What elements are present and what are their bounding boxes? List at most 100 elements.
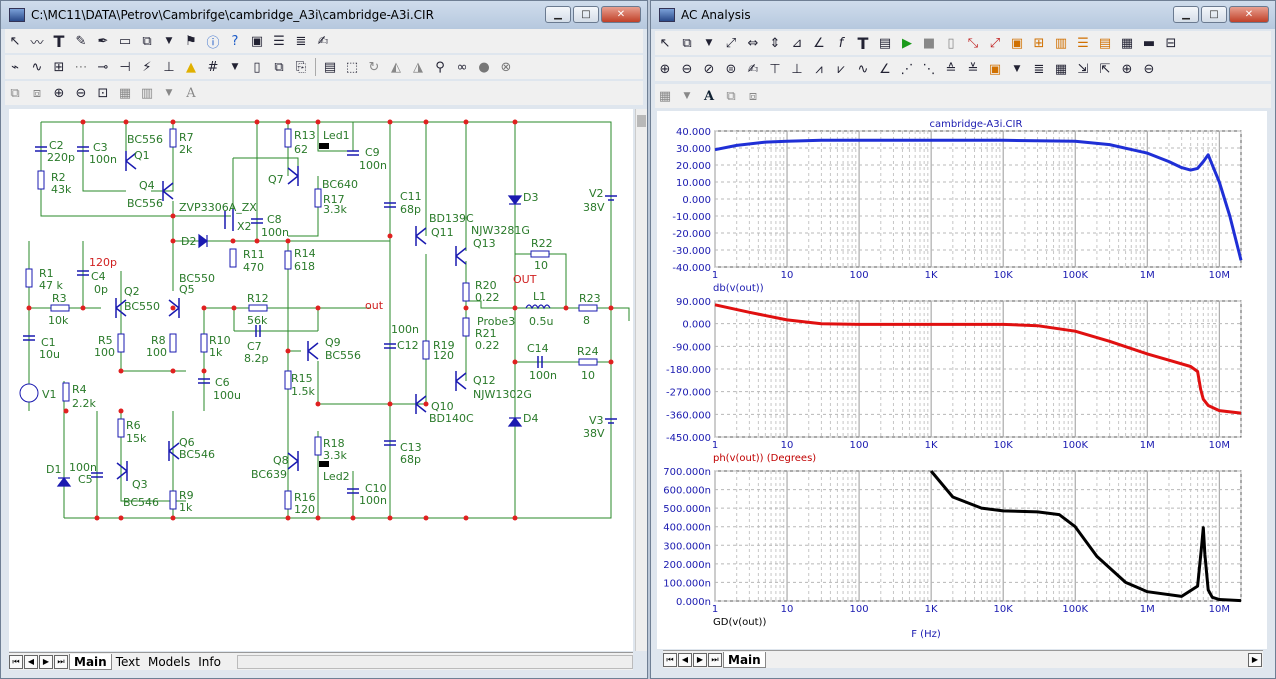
text-tool-icon[interactable]: T (53, 31, 65, 51)
layout-4-icon[interactable]: ▦ (1120, 35, 1134, 51)
dropdown-arrow-icon[interactable]: ▼ (165, 88, 173, 98)
close-button[interactable]: ✕ (601, 6, 641, 23)
properties-icon[interactable]: ▤ (323, 59, 337, 75)
function-icon[interactable]: f (838, 35, 844, 51)
group-icon[interactable]: ⧉ (10, 85, 20, 101)
close-button[interactable]: ✕ (1229, 6, 1269, 23)
zoom-fit-icon[interactable]: ⊡ (97, 85, 109, 101)
ungroup-icon[interactable]: ⧈ (748, 88, 758, 104)
font-icon[interactable]: A (703, 88, 715, 104)
select-mode-icon[interactable]: ↖ (659, 35, 671, 51)
layout-3-icon[interactable]: ▤ (1098, 35, 1112, 51)
wire-icon[interactable]: 〰 (30, 35, 44, 51)
zoom-in-icon[interactable]: ⊕ (659, 61, 671, 77)
fit-icon[interactable]: ⇲ (1077, 61, 1089, 77)
rotate-icon[interactable]: ↻ (368, 59, 380, 75)
zoom-region-icon[interactable]: ⊘ (703, 61, 715, 77)
edit-icon[interactable]: ✍ (747, 61, 759, 77)
peak-icon[interactable]: ▣ (1010, 35, 1024, 51)
current-icon[interactable]: ⊸ (97, 59, 109, 75)
last-page-icon[interactable]: ⏭ (708, 652, 722, 667)
power-icon[interactable]: ⊣ (119, 59, 131, 75)
slope-marker-icon[interactable]: ∠ (879, 61, 891, 77)
valley-marker-icon[interactable]: ⊥ (791, 61, 803, 77)
box-select-icon[interactable]: ⬚ (345, 59, 359, 75)
component-icon[interactable]: ⧉ (142, 33, 152, 49)
scale-icon[interactable]: ⤢ (725, 35, 737, 51)
pause-icon[interactable]: ▯ (947, 35, 955, 51)
run-icon[interactable]: ▶ (902, 35, 912, 51)
minimize-button[interactable]: ▁ (1173, 6, 1199, 23)
conditions-icon[interactable]: ⚡ (142, 59, 152, 75)
cancel-icon[interactable]: ⊗ (500, 59, 512, 75)
pencil-icon[interactable]: ✎ (75, 33, 87, 49)
peak-marker-icon[interactable]: ⊤ (769, 61, 781, 77)
high-icon[interactable]: ⩘ (815, 61, 823, 77)
schematic-hscrollbar[interactable] (236, 654, 633, 669)
scroll-right-icon[interactable]: ▶ (1248, 652, 1262, 667)
global-high-icon[interactable]: ⋰ (900, 61, 914, 77)
dropdown-arrow-icon[interactable]: ▼ (683, 91, 691, 101)
pan-icon[interactable]: ⊜ (725, 61, 737, 77)
list-icon[interactable]: ≣ (295, 33, 307, 49)
zoom-out-2-icon[interactable]: ⊖ (1143, 61, 1155, 77)
bottom-icon[interactable]: ≚ (967, 61, 979, 77)
first-page-icon[interactable]: ⏮ (9, 654, 23, 669)
ungroup-icon[interactable]: ⧈ (32, 85, 42, 101)
waveform-icon[interactable]: ∿ (31, 59, 43, 75)
table-icon[interactable]: ▦ (1054, 61, 1068, 77)
cursor-left-icon[interactable]: ⤡ (967, 35, 979, 51)
bus-icon[interactable]: ▭ (118, 33, 132, 49)
dropdown-arrow-icon[interactable]: ▼ (231, 62, 239, 72)
scale-y-icon[interactable]: ⇕ (769, 35, 781, 51)
info-icon[interactable]: ⓘ (206, 35, 220, 51)
list-icon[interactable]: ≣ (1033, 61, 1045, 77)
edit-icon[interactable]: ✍ (317, 33, 329, 49)
schematic-titlebar[interactable]: C:\MC11\DATA\Petrov\Cambrifge\cambridge_… (1, 1, 647, 29)
stop-icon[interactable]: ■ (922, 35, 936, 51)
align-icon[interactable]: ▥ (140, 85, 154, 101)
component-icon[interactable]: ⧉ (682, 35, 692, 51)
layout-6-icon[interactable]: ⊟ (1165, 35, 1177, 51)
layers-icon[interactable]: ▦ (118, 85, 132, 101)
layers-icon[interactable]: ▦ (658, 88, 672, 104)
valley-icon[interactable]: ⊞ (1033, 35, 1045, 51)
pin-icon[interactable]: ⊥ (163, 59, 175, 75)
copy-icon[interactable]: ⧉ (274, 59, 284, 75)
dropdown-arrow-icon[interactable]: ▼ (705, 38, 713, 48)
slope-icon[interactable]: ∠ (813, 35, 825, 51)
tab-main[interactable]: Main (723, 651, 766, 668)
fit-all-icon[interactable]: ⇱ (1099, 61, 1111, 77)
dropdown-arrow-icon[interactable]: ▼ (1013, 64, 1021, 74)
maximize-button[interactable]: □ (1201, 6, 1227, 23)
page-icon[interactable]: ▯ (253, 59, 261, 75)
paste-icon[interactable]: ⎘ (295, 59, 307, 75)
text-tool-icon[interactable]: T (857, 33, 869, 53)
grid-icon[interactable]: # (207, 59, 219, 75)
layout-2-icon[interactable]: ☰ (1077, 35, 1089, 51)
select-mode-icon[interactable]: ↖ (9, 33, 21, 49)
group-icon[interactable]: ⧉ (726, 88, 736, 104)
tab-models[interactable]: Models (147, 654, 191, 669)
tab-info[interactable]: Info (198, 654, 221, 669)
node-numbers-icon[interactable]: ⌁ (11, 59, 19, 75)
prev-page-icon[interactable]: ◀ (24, 654, 38, 669)
minimize-button[interactable]: ▁ (545, 6, 571, 23)
prev-page-icon[interactable]: ◀ (678, 652, 692, 667)
layout-5-icon[interactable]: ▬ (1142, 35, 1156, 51)
animate-icon[interactable]: ▣ (988, 61, 1002, 77)
last-page-icon[interactable]: ⏭ (54, 654, 68, 669)
find-icon[interactable]: ⚲ (435, 59, 445, 75)
next-page-icon[interactable]: ▶ (693, 652, 707, 667)
layout-1-icon[interactable]: ▥ (1054, 35, 1068, 51)
help-icon[interactable]: ? (231, 33, 239, 49)
low-icon[interactable]: ⩗ (837, 61, 845, 77)
analysis-titlebar[interactable]: AC Analysis ▁ □ ✕ (651, 1, 1275, 29)
warning-icon[interactable]: ▲ (186, 59, 196, 75)
zoom-out-icon[interactable]: ⊖ (75, 85, 87, 101)
top-icon[interactable]: ≙ (945, 61, 957, 77)
probe-icon[interactable]: ✒ (97, 33, 109, 49)
first-page-icon[interactable]: ⏮ (663, 652, 677, 667)
schematic-canvas[interactable]: C2 220p C3 100n R2 43k BC556 Q1 R7 2k Q4… (9, 109, 633, 651)
